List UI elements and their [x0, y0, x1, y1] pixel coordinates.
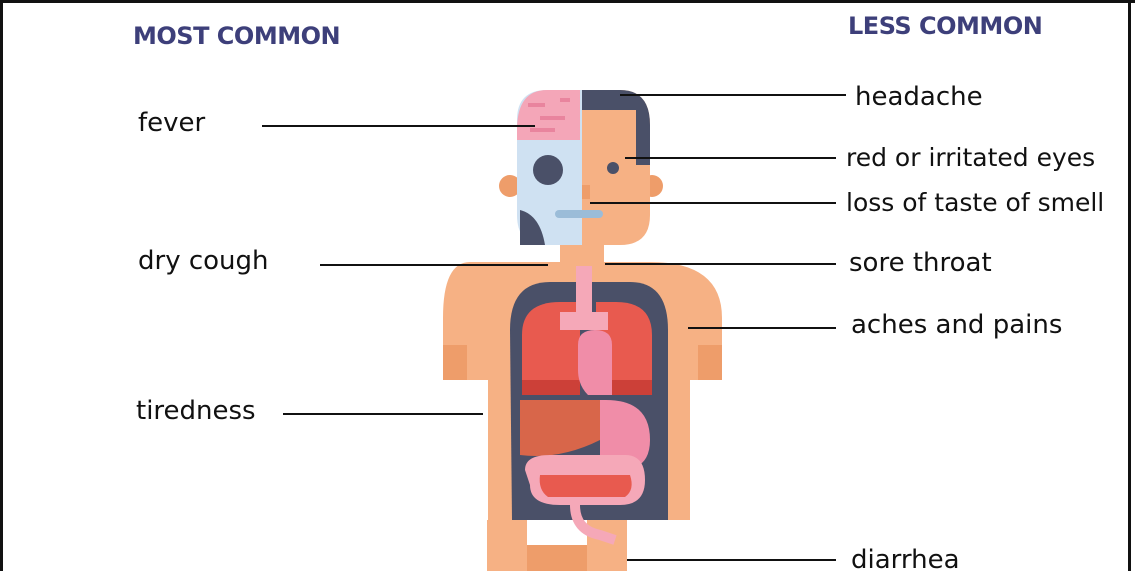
label-red-eyes: red or irritated eyes	[846, 143, 1095, 173]
label-fever: fever	[138, 108, 205, 138]
label-dry-cough: dry cough	[138, 246, 269, 276]
label-aches-and-pains: aches and pains	[851, 310, 1062, 340]
label-loss-of-taste: loss of taste of smell	[846, 188, 1104, 218]
label-headache: headache	[855, 82, 983, 112]
label-tiredness: tiredness	[136, 396, 256, 426]
human-anatomy-icon	[443, 90, 722, 571]
label-sore-throat: sore throat	[849, 248, 992, 278]
